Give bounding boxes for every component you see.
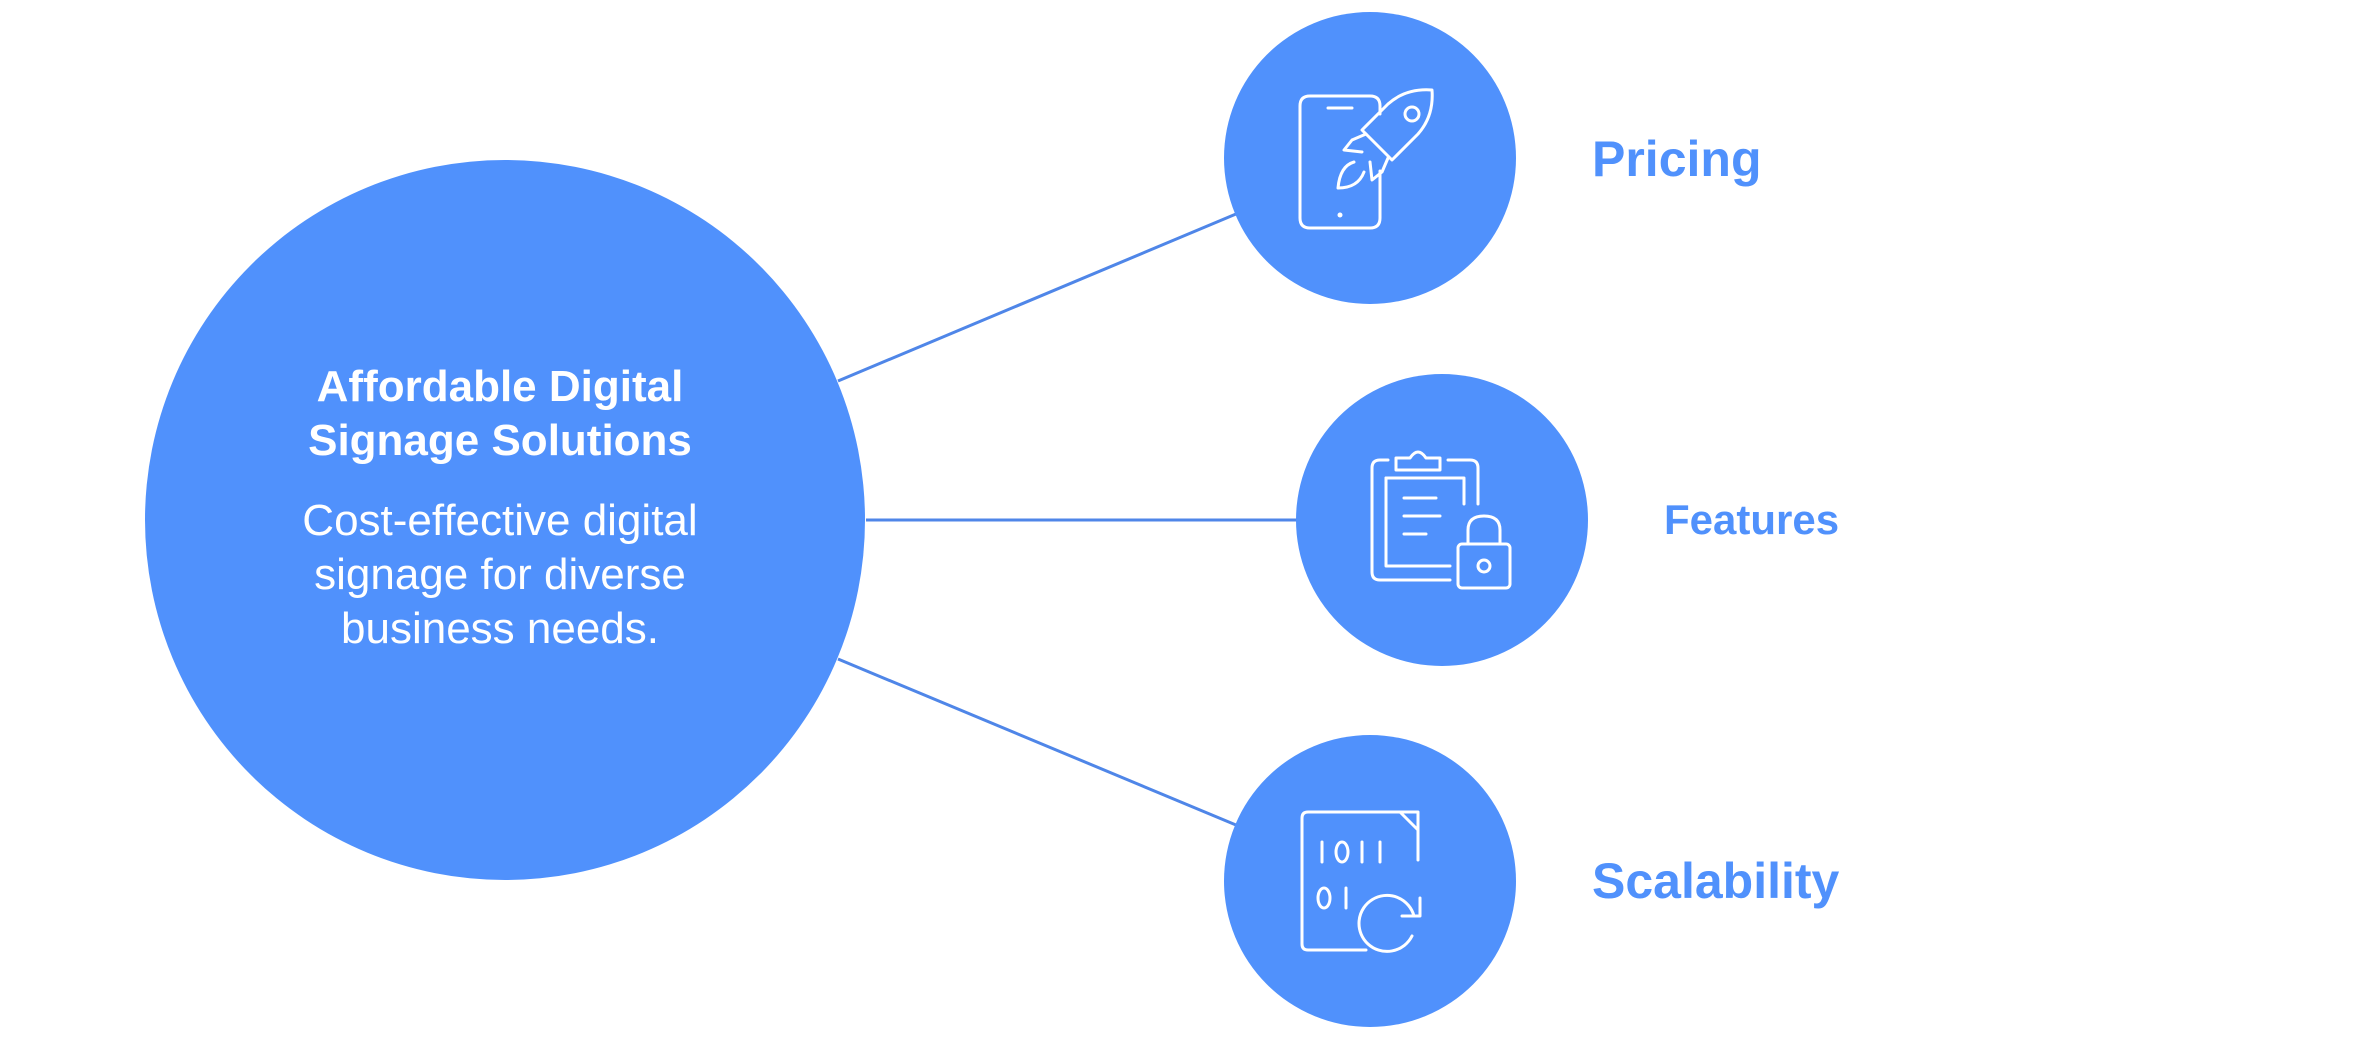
central-node-content: Affordable Digital Signage Solutions Cos… xyxy=(170,360,830,656)
binary-file-refresh-icon xyxy=(1300,810,1422,953)
scalability-node xyxy=(1224,735,1516,1027)
phone-rocket-icon xyxy=(1298,88,1434,230)
clipboard-lock-icon xyxy=(1370,450,1512,590)
central-desc-line-3: business needs. xyxy=(341,604,659,653)
central-node-title: Affordable Digital Signage Solutions xyxy=(170,360,830,468)
central-title-line-2: Signage Solutions xyxy=(308,416,692,465)
branch-label-pricing: Pricing xyxy=(1592,131,1761,187)
branch-label-scalability: Scalability xyxy=(1592,853,1840,909)
central-desc-line-2: signage for diverse xyxy=(314,550,686,599)
pricing-node xyxy=(1224,12,1516,304)
central-node-description: Cost-effective digital signage for diver… xyxy=(170,494,830,656)
central-desc-line-1: Cost-effective digital xyxy=(302,496,698,545)
features-node xyxy=(1296,374,1588,666)
branch-label-features: Features xyxy=(1664,496,1839,543)
connector-scalability xyxy=(837,657,1237,827)
connector-pricing xyxy=(837,212,1237,383)
central-node xyxy=(145,160,865,880)
central-title-line-1: Affordable Digital xyxy=(316,362,684,411)
